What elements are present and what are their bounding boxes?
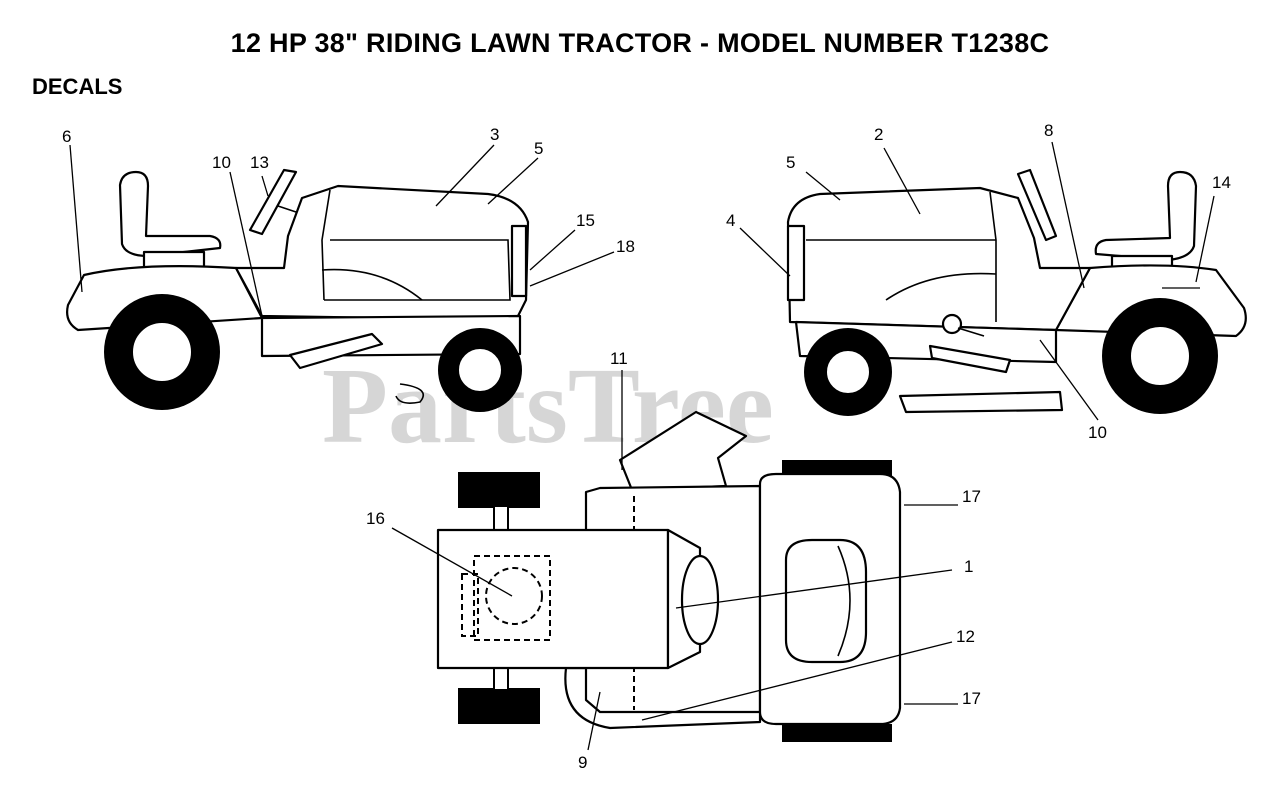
left-rear-hub	[131, 321, 193, 383]
left-body-curve	[321, 268, 423, 301]
left-view-leaders	[69, 144, 615, 317]
left-lift-lever	[288, 332, 384, 370]
section-label: DECALS	[32, 74, 123, 99]
top-engine-circle	[485, 567, 543, 625]
callout-5-left: 5	[534, 139, 543, 158]
callout-11: 11	[610, 349, 628, 368]
right-front-hub	[825, 349, 871, 395]
right-mower-deck	[898, 390, 1064, 414]
top-engine-side	[461, 573, 479, 637]
callout-6: 6	[62, 127, 71, 146]
top-steering-column	[680, 554, 720, 646]
left-front-hub	[457, 347, 503, 393]
left-deck-chute	[395, 383, 425, 404]
right-steering-wheel	[1016, 168, 1058, 242]
callout-14: 14	[1212, 173, 1231, 192]
top-front-left-tire	[458, 472, 540, 508]
callout-5-right: 5	[786, 153, 795, 172]
top-front-right-tire	[458, 688, 540, 724]
callout-9: 9	[578, 753, 587, 772]
callout-4: 4	[726, 211, 735, 230]
callout-8: 8	[1044, 121, 1053, 140]
callout-2: 2	[874, 125, 883, 144]
top-view-leaders	[391, 370, 958, 751]
page-title: 12 HP 38" RIDING LAWN TRACTOR - MODEL NU…	[230, 28, 1050, 58]
right-rear-hub	[1129, 325, 1191, 387]
callout-13: 13	[250, 153, 269, 172]
left-hood-line	[321, 189, 331, 301]
callout-labels: 6 10 13 3 5 15 18 4 5 2 8 14 10 11 16 17…	[62, 121, 1231, 772]
right-body-curve	[885, 272, 997, 301]
top-seat	[784, 538, 868, 664]
callout-16: 16	[366, 509, 385, 528]
top-hood	[436, 528, 670, 670]
right-grille	[786, 224, 806, 302]
left-hood-panel	[324, 239, 511, 301]
right-hood-body	[786, 186, 1092, 332]
right-seat	[1094, 170, 1198, 262]
right-lever-knob	[941, 313, 963, 335]
top-axle-right	[493, 665, 509, 691]
left-seat	[118, 170, 222, 258]
callout-17-bottom: 17	[962, 689, 981, 708]
top-rear-right-tire	[782, 724, 892, 742]
right-lever-rod	[957, 327, 985, 337]
left-steering-wheel	[248, 168, 298, 236]
left-steering-column	[277, 205, 297, 213]
callout-3: 3	[490, 125, 499, 144]
top-axle-left	[493, 505, 509, 533]
callout-15: 15	[576, 211, 595, 230]
callout-10-left: 10	[212, 153, 231, 172]
tractor-right-view	[786, 168, 1247, 416]
top-seat-back	[837, 545, 851, 657]
tractor-top-view	[436, 410, 902, 742]
callout-1: 1	[964, 557, 973, 576]
right-view-leaders	[739, 141, 1215, 421]
callout-18: 18	[616, 237, 635, 256]
callout-12: 12	[956, 627, 975, 646]
right-lift-lever	[928, 344, 1012, 374]
tractor-left-view	[66, 168, 530, 412]
callout-17-top: 17	[962, 487, 981, 506]
callout-10-right: 10	[1088, 423, 1107, 442]
left-grille	[510, 224, 528, 298]
